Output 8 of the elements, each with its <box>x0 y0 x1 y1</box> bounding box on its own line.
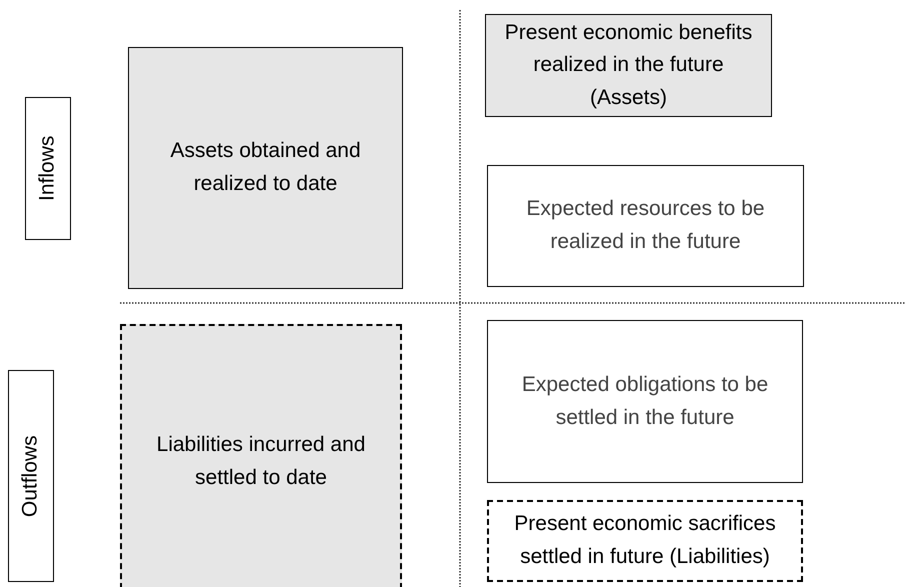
category-box: Present economic sacrifices settled in future (Liabilities) <box>487 500 803 582</box>
category-box: Assets obtained and realized to date <box>128 47 403 289</box>
row-label: Outflows <box>8 370 54 582</box>
category-box: Expected resources to be realized in the future <box>487 165 804 287</box>
row-label: Inflows <box>25 97 71 240</box>
category-box: Liabilities incurred and settled to date <box>120 324 402 587</box>
category-box: Expected obligations to be settled in the future <box>487 320 803 483</box>
category-box: Present economic benefits realized in the future (Assets) <box>485 14 772 117</box>
